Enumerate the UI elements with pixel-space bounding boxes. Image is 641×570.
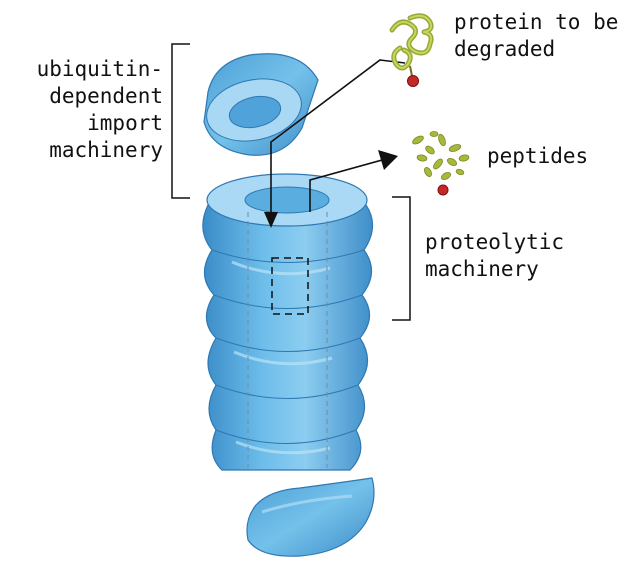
peptide-fragments bbox=[411, 132, 469, 182]
import-label-line-3: import bbox=[18, 110, 163, 137]
top-cap bbox=[201, 54, 318, 156]
import-label-line-1: ubiquitin- bbox=[18, 56, 163, 83]
import-bracket bbox=[172, 44, 190, 198]
protein-squiggle bbox=[392, 16, 431, 87]
peptide-ubiquitin-tag bbox=[438, 185, 448, 195]
proteolytic-machinery-label: proteolytic machinery bbox=[425, 229, 564, 283]
protein-label: protein to be degraded bbox=[454, 9, 618, 63]
peptides-label: peptides bbox=[487, 143, 588, 170]
protein-label-line-2: degraded bbox=[454, 36, 618, 63]
import-label-line-2: dependent bbox=[18, 83, 163, 110]
proteolytic-label-line-1: proteolytic bbox=[425, 229, 564, 256]
import-machinery-label: ubiquitin- dependent import machinery bbox=[18, 56, 163, 164]
cylinder-body bbox=[203, 174, 373, 470]
bottom-cap bbox=[247, 478, 374, 556]
proteolytic-label-line-2: machinery bbox=[425, 256, 564, 283]
ubiquitin-tag bbox=[408, 76, 419, 87]
proteolytic-bracket bbox=[392, 197, 410, 320]
import-label-line-4: machinery bbox=[18, 137, 163, 164]
protein-label-line-1: protein to be bbox=[454, 9, 618, 36]
